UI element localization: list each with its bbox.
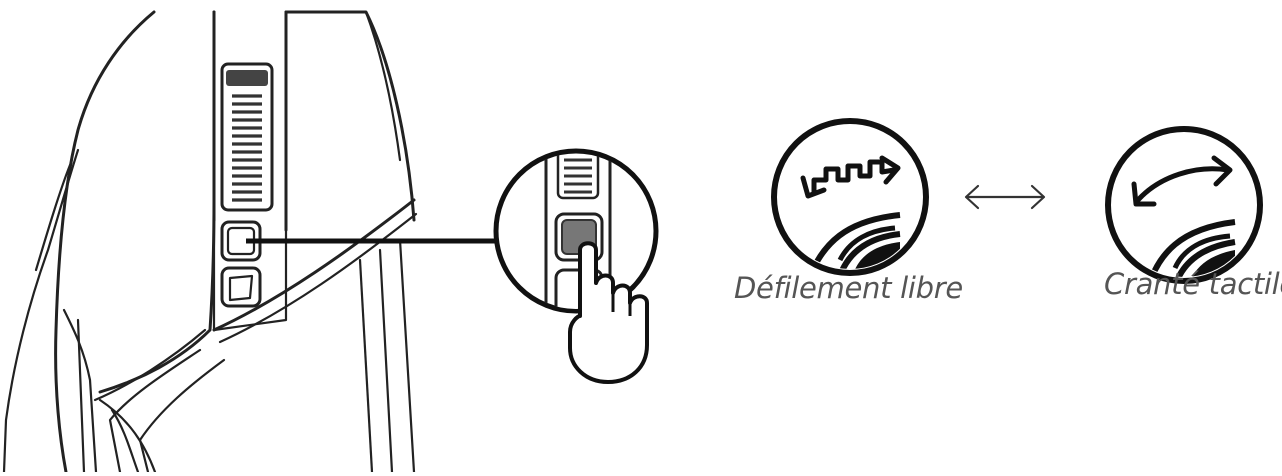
scroll-wheel-top: [226, 70, 268, 86]
right-main-button: [284, 10, 416, 222]
mouse-left-side-panel: [2, 148, 80, 474]
lower-body-right-3: [398, 238, 416, 474]
right-button-divider-2: [218, 212, 418, 344]
lower-body-right-2: [378, 248, 394, 474]
mouse-left-grip-edge: [76, 318, 86, 474]
wheel-channel-bottom: [212, 218, 288, 332]
lower-body-inner: [138, 358, 226, 474]
right-button-divider: [212, 198, 416, 332]
scroll-wheel: [220, 62, 274, 212]
mouse-illustration: [2, 10, 418, 474]
ratchet-caption: Cranté tactile: [1104, 267, 1282, 301]
left-lower-panel-2: [110, 408, 140, 474]
scroll-wheel-ridges: [232, 94, 262, 202]
right-button-side: [364, 10, 402, 162]
mouse-left-side-inner: [34, 163, 72, 272]
left-lower-panel: [98, 398, 157, 474]
dpi-button: [220, 266, 262, 308]
lower-body-left: [108, 348, 202, 474]
lower-body-right: [358, 258, 374, 474]
left-button-edge: [93, 328, 207, 402]
mode-shift-button-zoom: [493, 148, 659, 384]
finger-press-icon: [568, 241, 649, 384]
zoom-scroll-wheel: [556, 153, 600, 200]
switch-arrows-icon: [964, 184, 1046, 210]
left-main-button: [98, 10, 216, 394]
free-spin-caption: Défilement libre: [734, 271, 963, 305]
dpi-button-inner: [228, 274, 254, 302]
ratchet-wheel-icon: [1105, 126, 1263, 284]
mouse-left-shell: [54, 10, 156, 474]
free-spin-wheel-icon: [771, 118, 929, 276]
